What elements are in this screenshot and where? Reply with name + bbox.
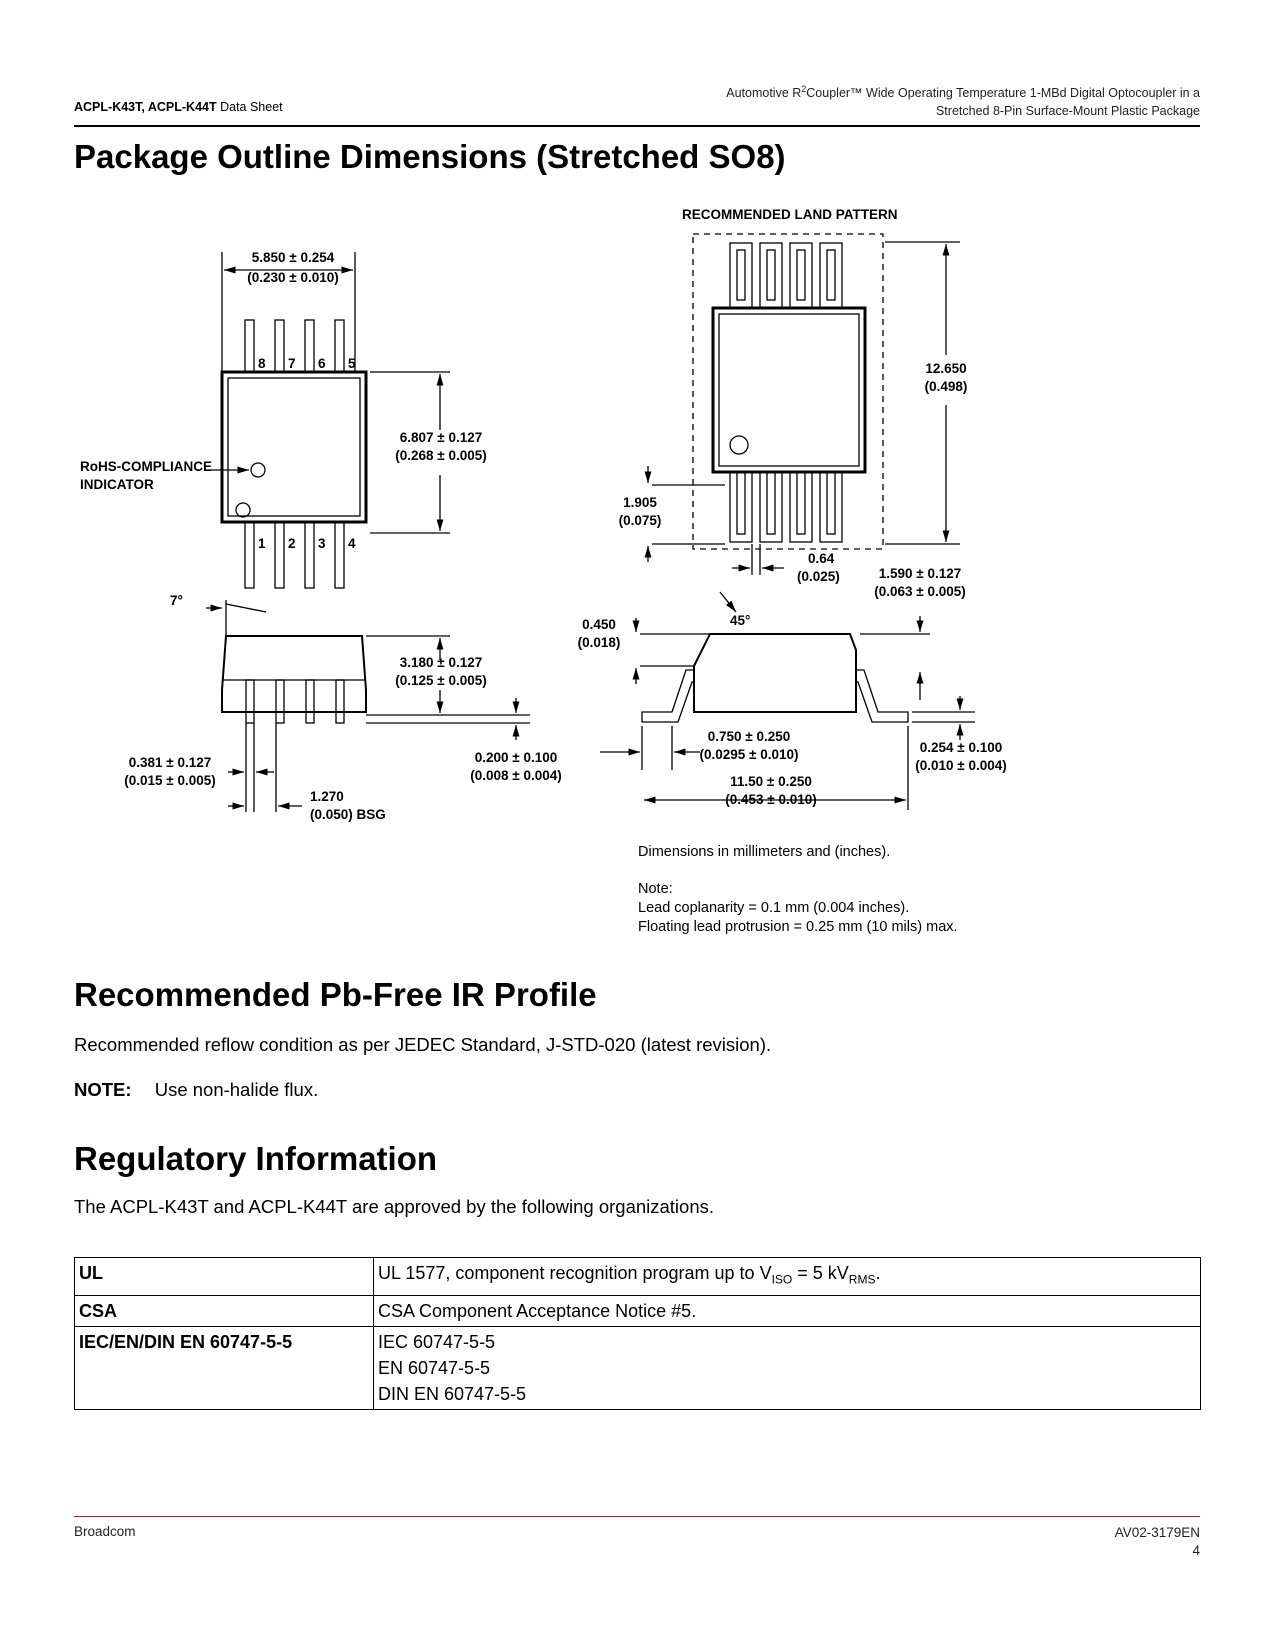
dim-width-mm: 5.850 ± 0.254 xyxy=(252,250,335,265)
ir-profile-heading: Recommended Pb-Free IR Profile xyxy=(74,976,597,1013)
regulatory-table: UL UL 1577, component recognition progra… xyxy=(74,1257,1201,1410)
table-row: CSA CSA Component Acceptance Notice #5. xyxy=(74,1294,1201,1327)
dim-lead-t-in: (0.010 ± 0.004) xyxy=(915,758,1006,773)
org-cell: IEC/EN/DIN EN 60747-5-5 xyxy=(74,1325,374,1410)
dim-lead-w-in: (0.015 ± 0.005) xyxy=(124,773,215,788)
header-rule xyxy=(74,125,1200,127)
pin-8: 8 xyxy=(258,356,266,371)
pin-6: 6 xyxy=(318,356,326,371)
table-row: UL UL 1577, component recognition progra… xyxy=(74,1257,1201,1296)
rohs-label-2: INDICATOR xyxy=(80,477,154,492)
header-title: Automotive R2Coupler™ Wide Operating Tem… xyxy=(726,84,1200,119)
footer-company: Broadcom xyxy=(74,1524,136,1539)
dim-body-h-mm: 3.180 ± 0.127 xyxy=(400,655,482,670)
dim-side-h-mm: 1.590 ± 0.127 xyxy=(879,566,961,581)
desc-cell: IEC 60747-5-5 EN 60747-5-5 DIN EN 60747-… xyxy=(373,1325,1201,1410)
dim-lead-t-mm: 0.254 ± 0.100 xyxy=(920,740,1002,755)
dim-pad-w-mm: 0.64 xyxy=(808,551,835,566)
dim-side-h-in: (0.063 ± 0.005) xyxy=(874,584,965,599)
dim-height-in: (0.268 ± 0.005) xyxy=(395,448,486,463)
dim-foot-mm: 0.750 ± 0.250 xyxy=(708,729,790,744)
package-heading: Package Outline Dimensions (Stretched SO… xyxy=(74,138,786,175)
dim-land-pitch-mm: 1.905 xyxy=(623,495,657,510)
header-part-numbers: ACPL-K43T, ACPL-K44T Data Sheet xyxy=(74,100,283,114)
dim-chamfer-mm: 0.450 xyxy=(582,617,616,632)
dim-pitch-in: (0.050) BSG xyxy=(310,807,386,822)
footer-page-number: 4 xyxy=(1192,1543,1200,1558)
note-text: Use non-halide flux. xyxy=(154,1079,319,1100)
org-cell: UL xyxy=(74,1257,374,1296)
pin-5: 5 xyxy=(348,356,356,371)
dim-overall-mm: 11.50 ± 0.250 xyxy=(730,774,812,789)
package-outline-drawing: 5.850 ± 0.254 (0.230 ± 0.010) 6.807 ± 0.… xyxy=(80,207,1007,935)
dim-standoff-mm: 0.200 ± 0.100 xyxy=(475,750,557,765)
pin-1: 1 xyxy=(258,536,266,551)
dim-land-pitch-in: (0.075) xyxy=(619,513,662,528)
footer-rule xyxy=(74,1516,1200,1517)
dim-land-h-mm: 12.650 xyxy=(925,361,966,376)
org-cell: CSA xyxy=(74,1294,374,1327)
dim-body-h-in: (0.125 ± 0.005) xyxy=(395,673,486,688)
regulatory-intro: The ACPL-K43T and ACPL-K44T are approved… xyxy=(74,1196,715,1217)
pin-7: 7 xyxy=(288,356,296,371)
ir-profile-text: Recommended reflow condition as per JEDE… xyxy=(74,1034,772,1055)
dim-height-mm: 6.807 ± 0.127 xyxy=(400,430,482,445)
dim-pitch-mm: 1.270 xyxy=(310,789,344,804)
dim-width-in: (0.230 ± 0.010) xyxy=(247,270,338,285)
desc-cell: CSA Component Acceptance Notice #5. xyxy=(373,1294,1201,1327)
footer-doc-number: AV02-3179EN xyxy=(1114,1525,1200,1540)
footer-doc: AV02-3179EN 4 xyxy=(1115,1524,1200,1560)
dim-standoff-in: (0.008 ± 0.004) xyxy=(470,768,561,783)
note-label: NOTE: xyxy=(74,1079,132,1100)
dim-pad-w-in: (0.025) xyxy=(797,569,840,584)
dim-overall-in: (0.453 ± 0.010) xyxy=(725,792,816,807)
note-line-2: Floating lead protrusion = 0.25 mm (10 m… xyxy=(638,919,958,935)
table-row: IEC/EN/DIN EN 60747-5-5 IEC 60747-5-5 EN… xyxy=(74,1325,1201,1410)
pin-3: 3 xyxy=(318,536,326,551)
dim-lead-w-mm: 0.381 ± 0.127 xyxy=(129,755,211,770)
units-note: Dimensions in millimeters and (inches). xyxy=(638,844,890,860)
dim-land-h-in: (0.498) xyxy=(925,379,968,394)
dim-angle: 7° xyxy=(170,593,183,608)
pin-2: 2 xyxy=(288,536,296,551)
ir-profile-note: NOTE: Use non-halide flux. xyxy=(74,1079,318,1101)
pin-4: 4 xyxy=(348,536,356,551)
dim-chamfer-in: (0.018) xyxy=(578,635,621,650)
rohs-label-1: RoHS-COMPLIANCE xyxy=(80,459,212,474)
note-title: Note: xyxy=(638,881,673,897)
land-pattern-label: RECOMMENDED LAND PATTERN xyxy=(682,207,898,222)
dim-chamfer-angle: 45° xyxy=(730,613,750,628)
note-line-1: Lead coplanarity = 0.1 mm (0.004 inches)… xyxy=(638,900,909,916)
desc-cell: UL 1577, component recognition program u… xyxy=(373,1257,1201,1296)
dim-foot-in: (0.0295 ± 0.010) xyxy=(700,747,799,762)
regulatory-heading: Regulatory Information xyxy=(74,1140,438,1177)
